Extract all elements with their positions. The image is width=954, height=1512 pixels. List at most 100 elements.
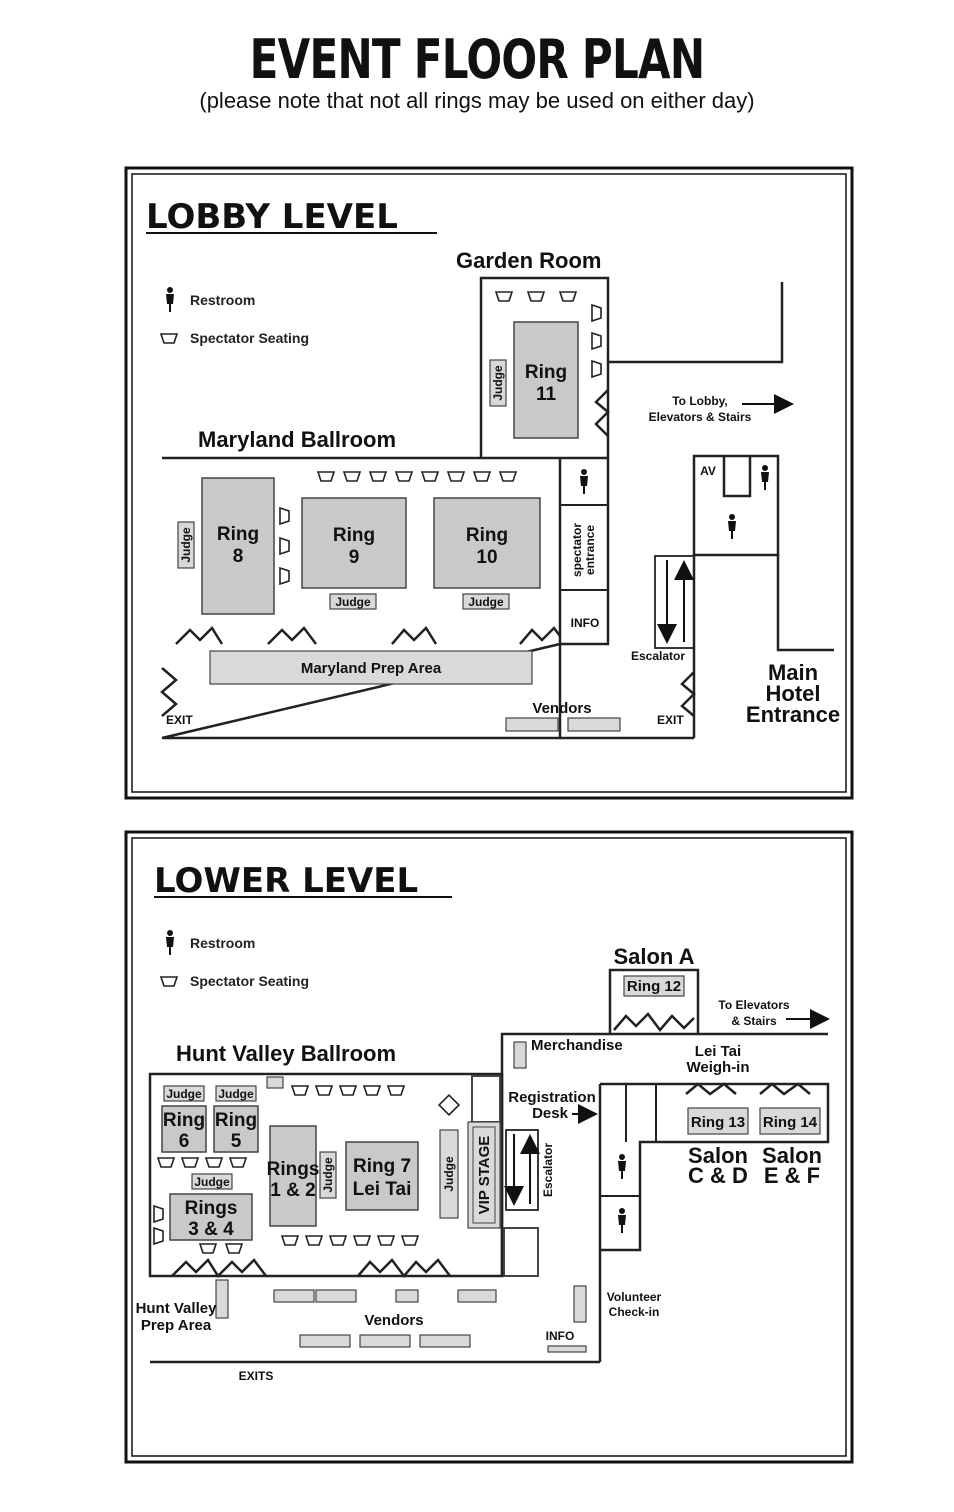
svg-text:Restroom: Restroom	[190, 935, 255, 951]
svg-text:E & F: E & F	[764, 1163, 820, 1188]
svg-text:Hotel: Hotel	[766, 681, 821, 706]
ring-8	[201, 477, 275, 615]
svg-text:& Stairs: & Stairs	[731, 1014, 777, 1028]
seating-legend-label: Spectator Seating	[190, 330, 309, 346]
svg-text:Prep Area: Prep Area	[141, 1317, 212, 1334]
svg-text:Ring 14: Ring 14	[763, 1114, 818, 1131]
ring-5	[213, 1105, 259, 1153]
svg-text:Lei Tai: Lei Tai	[353, 1179, 412, 1200]
svg-text:Ring: Ring	[217, 524, 259, 545]
ring-14	[759, 1107, 821, 1135]
garden-room-label: Garden Room	[456, 248, 601, 273]
vendors-lobby: Vendors	[532, 700, 591, 717]
svg-text:1 & 2: 1 & 2	[270, 1180, 315, 1201]
svg-text:Escalator: Escalator	[541, 1143, 555, 1197]
judge-ring-9	[329, 593, 377, 610]
svg-text:9: 9	[349, 547, 360, 568]
salon-a-label: Salon A	[613, 944, 694, 969]
svg-text:Ring: Ring	[333, 525, 375, 546]
svg-text:Judge: Judge	[442, 1156, 456, 1192]
judge-ring-11	[489, 359, 507, 407]
rings-3-4	[169, 1193, 253, 1241]
rings-1-2	[269, 1125, 317, 1227]
svg-text:entrance: entrance	[583, 525, 597, 575]
svg-text:Judge: Judge	[335, 595, 371, 609]
svg-text:Desk: Desk	[532, 1105, 569, 1122]
restroom-legend-label: Restroom	[190, 292, 255, 308]
svg-text:To Lobby,: To Lobby,	[672, 394, 728, 408]
judge-ring-8	[177, 521, 195, 569]
maryland-ballroom-label: Maryland Ballroom	[198, 427, 396, 452]
lobby-level-panel: LOBBY LEVEL Restroom Spectator Seating G…	[124, 166, 854, 800]
svg-text:6: 6	[179, 1131, 190, 1152]
ring-12	[623, 975, 685, 997]
svg-text:Rings: Rings	[185, 1198, 238, 1219]
svg-text:10: 10	[476, 547, 497, 568]
registration-desk: Registration	[508, 1089, 596, 1106]
salon-cd-label: Salon	[688, 1143, 748, 1168]
seating-legend-icon	[160, 333, 178, 344]
page-title: EVENT FLOOR PLAN	[249, 28, 705, 91]
volunteer-check-in: Volunteer	[607, 1290, 662, 1304]
svg-text:Maryland Prep Area: Maryland Prep Area	[301, 660, 442, 677]
salon-ef-label: Salon	[762, 1143, 822, 1168]
svg-text:spectator: spectator	[570, 523, 584, 577]
svg-text:Ring 7: Ring 7	[353, 1156, 411, 1177]
vendors-lower: Vendors	[364, 1312, 423, 1329]
ring-6	[161, 1105, 207, 1153]
svg-text:Entrance: Entrance	[746, 702, 840, 727]
svg-text:Rings: Rings	[267, 1159, 320, 1180]
svg-text:Ring 13: Ring 13	[691, 1114, 745, 1131]
svg-text:Elevators & Stairs: Elevators & Stairs	[649, 410, 752, 424]
seating-legend-icon-lower	[160, 976, 178, 987]
escalator-lower	[505, 1129, 539, 1211]
svg-text:Judge: Judge	[491, 365, 505, 401]
svg-text:C & D: C & D	[688, 1163, 748, 1188]
hunt-valley-prep-area: Hunt Valley	[136, 1300, 218, 1317]
ring-11	[513, 321, 579, 439]
ring-13	[687, 1107, 749, 1135]
ring-10	[433, 497, 541, 589]
svg-text:VIP STAGE: VIP STAGE	[476, 1136, 493, 1215]
info-desk-lower: INFO	[546, 1329, 575, 1343]
av-room: AV	[700, 464, 716, 478]
svg-text:Spectator Seating: Spectator Seating	[190, 973, 309, 989]
lower-level-heading: LOWER LEVEL	[154, 861, 418, 901]
ring-9	[301, 497, 407, 589]
svg-text:8: 8	[233, 546, 244, 567]
svg-text:Escalator: Escalator	[631, 649, 685, 663]
exit-lobby-left: EXIT	[166, 713, 193, 727]
lei-tai-weigh-in: Weigh-in	[686, 1059, 749, 1076]
svg-text:Judge: Judge	[194, 1175, 230, 1189]
ring-7-lei-tai	[345, 1141, 419, 1211]
svg-text:Ring: Ring	[525, 362, 567, 383]
exits-lower: EXITS	[239, 1369, 274, 1383]
svg-text:Lei Tai: Lei Tai	[695, 1043, 741, 1060]
page-subtitle: (please note that not all rings may be u…	[199, 88, 755, 113]
svg-text:5: 5	[231, 1131, 242, 1152]
svg-text:Judge: Judge	[179, 527, 193, 563]
svg-text:Judge: Judge	[321, 1157, 335, 1193]
lobby-level-heading: LOBBY LEVEL	[146, 197, 398, 237]
svg-text:Judge: Judge	[218, 1087, 254, 1101]
main-hotel-entrance: Main	[768, 660, 818, 685]
exit-lobby-right: EXIT	[657, 713, 684, 727]
svg-text:3 & 4: 3 & 4	[188, 1219, 234, 1240]
maryland-prep-area	[209, 650, 533, 685]
escalator-lobby	[654, 555, 695, 649]
svg-text:Judge: Judge	[166, 1087, 202, 1101]
lower-level-panel: LOWER LEVEL Restroom Spectator Seating S…	[124, 830, 854, 1464]
svg-text:Judge: Judge	[468, 595, 504, 609]
svg-text:To Elevators: To Elevators	[718, 998, 789, 1012]
hunt-valley-ballroom-label: Hunt Valley Ballroom	[176, 1041, 396, 1066]
judge-ring-10	[462, 593, 510, 610]
svg-text:Ring: Ring	[466, 525, 508, 546]
svg-text:Ring 12: Ring 12	[627, 978, 681, 995]
svg-text:Ring: Ring	[215, 1110, 257, 1131]
svg-text:11: 11	[536, 384, 557, 405]
merchandise-label: Merchandise	[531, 1037, 623, 1054]
info-desk-lobby: INFO	[571, 616, 600, 630]
svg-text:Check-in: Check-in	[609, 1305, 660, 1319]
svg-text:Ring: Ring	[163, 1110, 205, 1131]
